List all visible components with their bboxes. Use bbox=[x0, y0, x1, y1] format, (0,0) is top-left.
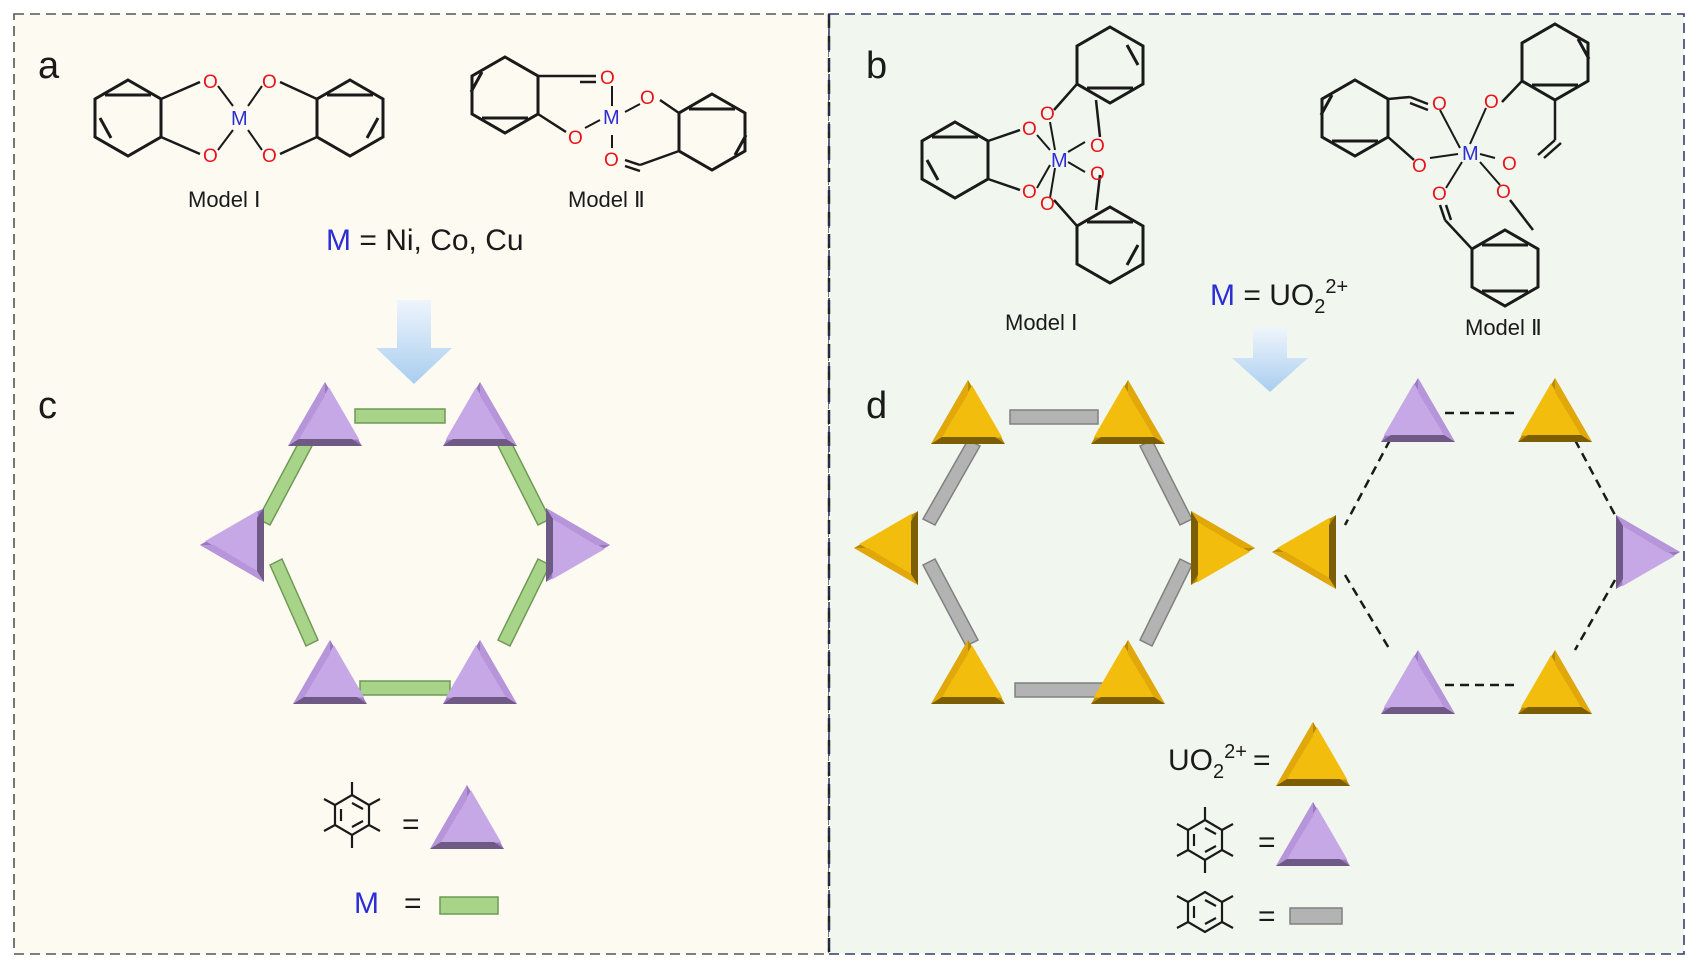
legend-m-label: M bbox=[354, 887, 379, 920]
legend-uo2-label: UO22+= bbox=[1168, 741, 1270, 783]
svg-text:M: M bbox=[1051, 150, 1068, 172]
svg-text:=: = bbox=[1258, 900, 1276, 933]
svg-text:O: O bbox=[1412, 156, 1427, 177]
svg-text:O: O bbox=[600, 68, 615, 89]
octagon-network-d-open bbox=[1272, 378, 1680, 714]
panel-a-equation: M = Ni, Co, Cu bbox=[326, 224, 524, 257]
svg-text:O: O bbox=[1496, 182, 1511, 203]
model-b2-structure: O O O O O O M bbox=[1319, 22, 1591, 308]
svg-text:=: = bbox=[404, 887, 422, 920]
panel-b-letter: b bbox=[866, 45, 887, 87]
model-a2-caption: Model Ⅱ bbox=[568, 187, 645, 212]
model-a2-structure: O O O O M bbox=[469, 55, 748, 173]
model-b2-caption: Model Ⅱ bbox=[1465, 315, 1542, 340]
svg-text:O: O bbox=[640, 88, 655, 109]
panel-a-letter: a bbox=[38, 45, 60, 87]
svg-text:O: O bbox=[1432, 94, 1447, 115]
down-arrow-b bbox=[1232, 328, 1308, 392]
svg-text:O: O bbox=[1090, 164, 1105, 185]
svg-text:O: O bbox=[1022, 182, 1037, 203]
svg-text:O: O bbox=[1040, 104, 1055, 125]
svg-text:O: O bbox=[1090, 136, 1105, 157]
model-a1-caption: Model Ⅰ bbox=[188, 187, 261, 212]
svg-text:M: M bbox=[1462, 143, 1479, 165]
svg-text:O: O bbox=[604, 150, 619, 171]
svg-text:O: O bbox=[568, 128, 583, 149]
panel-b-equation: M = UO22+ bbox=[1210, 276, 1348, 318]
svg-text:=: = bbox=[1258, 826, 1276, 859]
model-a1-structure: O O O O M bbox=[93, 72, 385, 167]
panel-left bbox=[13, 13, 830, 955]
hexagon-network-d-closed bbox=[854, 380, 1255, 704]
legend-gray-link bbox=[1289, 907, 1343, 925]
svg-text:M: M bbox=[231, 108, 248, 130]
svg-text:=: = bbox=[402, 808, 420, 841]
svg-text:O: O bbox=[203, 72, 218, 93]
hexagon-network-c bbox=[200, 382, 610, 704]
model-b1-structure: O O O O O O M bbox=[920, 25, 1145, 285]
panel-d-letter: d bbox=[866, 385, 887, 427]
svg-text:O: O bbox=[1022, 119, 1037, 140]
legend-green-link bbox=[439, 896, 499, 915]
down-arrow-a bbox=[376, 300, 452, 384]
svg-text:O: O bbox=[203, 146, 218, 167]
svg-text:M: M bbox=[603, 107, 620, 129]
svg-text:O: O bbox=[1502, 154, 1517, 175]
panel-c-letter: c bbox=[38, 385, 57, 427]
svg-text:O: O bbox=[1484, 92, 1499, 113]
svg-text:O: O bbox=[262, 146, 277, 167]
panel-right bbox=[828, 13, 1685, 955]
model-b1-caption: Model Ⅰ bbox=[1005, 310, 1078, 335]
svg-text:O: O bbox=[1432, 184, 1447, 205]
svg-text:O: O bbox=[262, 72, 277, 93]
svg-text:O: O bbox=[1040, 194, 1055, 215]
